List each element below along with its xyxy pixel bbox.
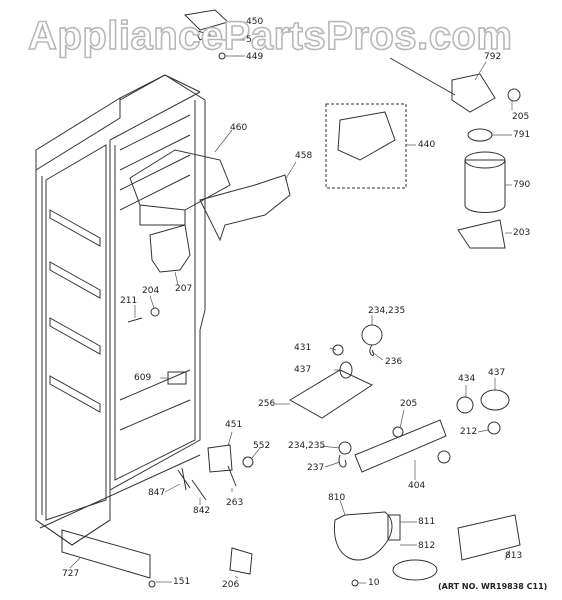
- part-458: [199, 174, 291, 242]
- callout-449: 449: [246, 52, 264, 62]
- callout-727: 727: [62, 569, 80, 579]
- callout-451: 451: [225, 420, 243, 430]
- ring-234-lower: [338, 441, 352, 455]
- art-number: (ART NO. WR19838 C11): [438, 582, 548, 591]
- callout-212: 212: [460, 427, 478, 437]
- tubing-810: [333, 511, 393, 561]
- callout-812: 812: [418, 541, 436, 551]
- callout-552: 552: [253, 441, 271, 451]
- callout-404: 404: [408, 481, 426, 491]
- ring-234: [361, 324, 383, 346]
- callout-791: 791: [513, 130, 531, 140]
- callout-437-right: 437: [488, 368, 506, 378]
- callout-151: 151: [173, 577, 191, 587]
- tray-256: [289, 369, 374, 419]
- callout-234-235-lower: 234,235: [288, 441, 326, 451]
- callout-458: 458: [295, 151, 313, 161]
- callout-811: 811: [418, 517, 436, 527]
- valve-263: [227, 465, 237, 487]
- lamp-437-left: [339, 361, 353, 379]
- part-813: [457, 514, 521, 561]
- screw-151: [148, 580, 156, 588]
- callout-842: 842: [193, 506, 211, 516]
- part-440-box: [325, 103, 407, 189]
- hinge-part-450: [183, 9, 229, 41]
- callout-813: 813: [505, 551, 523, 561]
- socket-434: [456, 396, 474, 414]
- callout-256: 256: [258, 399, 276, 409]
- callout-440: 440: [418, 140, 436, 150]
- coil-812: [392, 559, 438, 581]
- callout-211: 211: [120, 296, 138, 306]
- tube-404: [354, 419, 447, 473]
- filter-790: [464, 159, 506, 213]
- callout-234-235-upper: 234,235: [368, 306, 406, 316]
- callout-847: 847: [148, 488, 166, 498]
- callout-203: 203: [513, 228, 531, 238]
- callout-263: 263: [226, 498, 244, 508]
- callout-5: 5: [246, 35, 252, 45]
- refrigerator-cabinet: [35, 74, 206, 546]
- callout-460: 460: [230, 123, 248, 133]
- watermark: AppliancePartsPros.com: [27, 13, 513, 59]
- callout-437-left: 437: [294, 365, 312, 375]
- spring-236: [369, 344, 375, 356]
- spring-237: [338, 454, 347, 468]
- spring-847: [177, 467, 191, 491]
- part-205-mid: [392, 426, 404, 438]
- part-842: [191, 479, 207, 501]
- callout-810: 810: [328, 493, 346, 503]
- part-212-b: [487, 421, 501, 435]
- callout-237: 237: [307, 463, 325, 473]
- callout-790: 790: [513, 180, 531, 190]
- callout-609: 609: [134, 373, 152, 383]
- filter-head-792: [389, 57, 496, 113]
- part-811: [387, 514, 401, 541]
- fitting-552: [242, 456, 254, 468]
- callout-207: 207: [175, 284, 193, 294]
- callout-204: 204: [142, 286, 160, 296]
- callout-434: 434: [458, 374, 476, 384]
- part-204: [150, 307, 160, 317]
- callout-431: 431: [294, 343, 312, 353]
- part-460: [129, 149, 231, 226]
- callout-206: 206: [222, 580, 240, 590]
- part-10: [351, 579, 359, 587]
- callout-450: 450: [246, 17, 264, 27]
- part-791: [467, 128, 493, 142]
- callout-236: 236: [385, 357, 403, 367]
- callout-10: 10: [368, 578, 380, 588]
- part-431: [332, 344, 344, 356]
- grille-727: [61, 529, 151, 579]
- part-206: [229, 547, 253, 575]
- duct-cover-207: [149, 224, 191, 273]
- part-205-top: [507, 88, 521, 102]
- part-212-a: [437, 450, 451, 464]
- bulb-437: [480, 389, 510, 411]
- callout-792: 792: [484, 52, 502, 62]
- bracket-451: [207, 444, 233, 473]
- callout-205: 205: [512, 112, 530, 122]
- callout-205-mid: 205: [400, 399, 418, 409]
- screw-211: [127, 317, 143, 323]
- cover-203: [457, 219, 506, 249]
